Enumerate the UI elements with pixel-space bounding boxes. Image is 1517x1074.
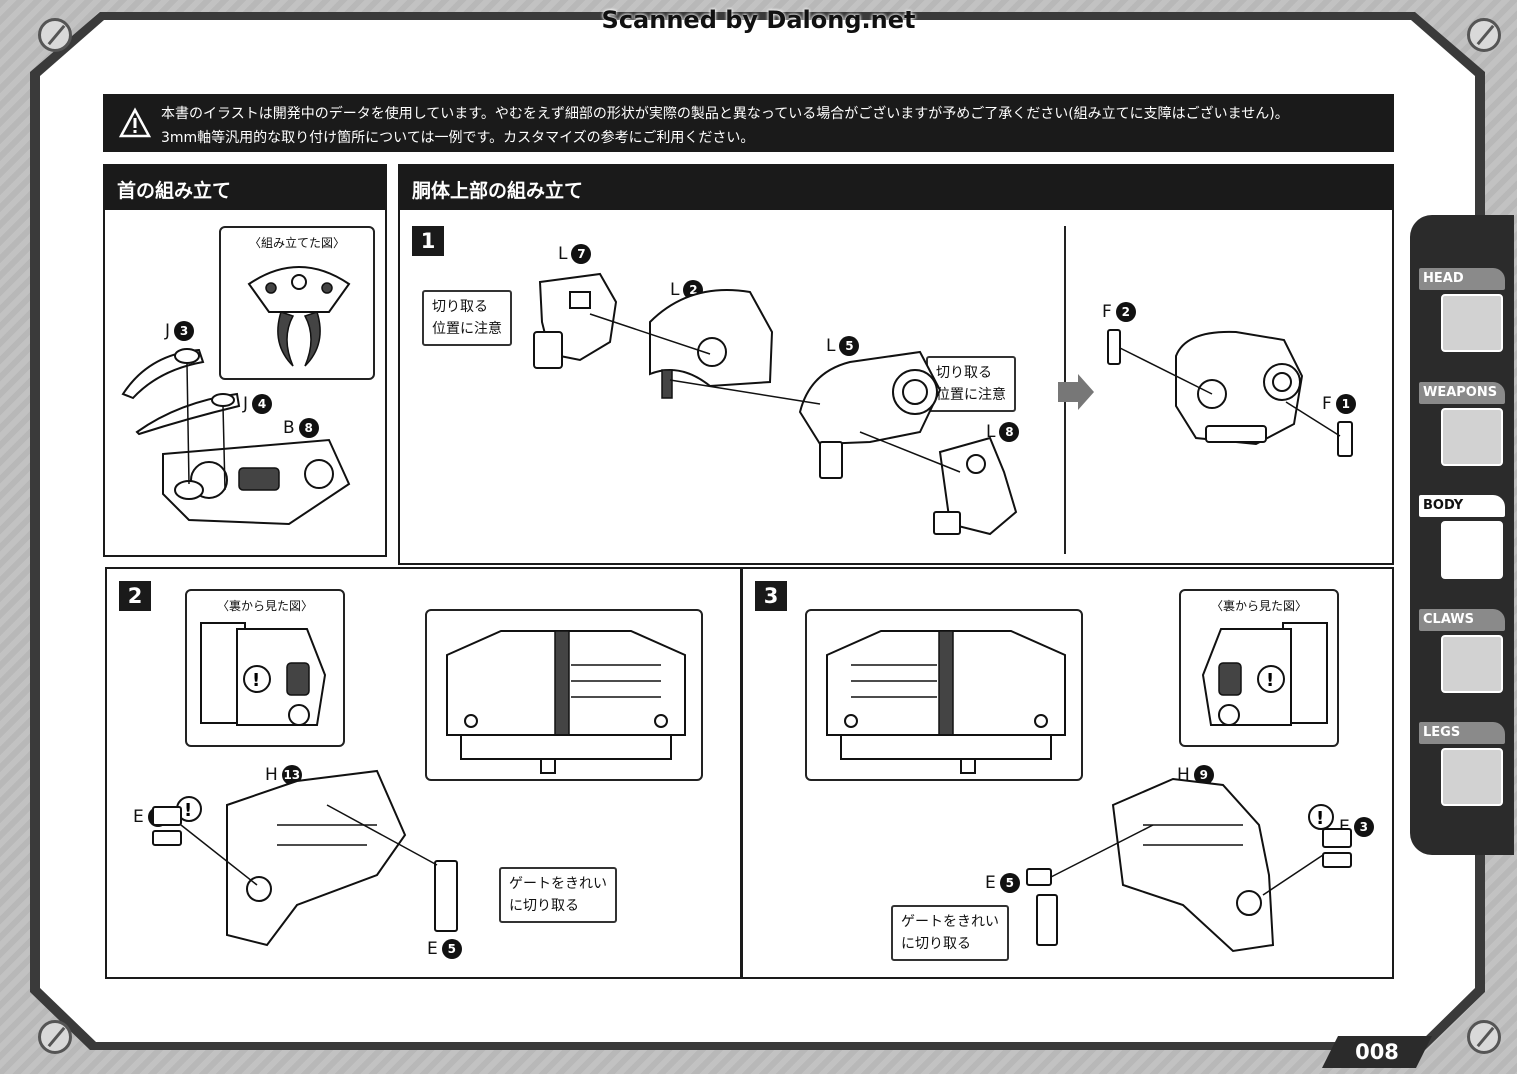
back-view-inset: 〈裏から見た図〉 ! <box>1179 589 1339 747</box>
page-number: 008 <box>1322 1036 1432 1068</box>
step-badge-2: 2 <box>119 581 151 611</box>
warning-triangle-icon <box>118 107 152 138</box>
svg-text:!: ! <box>1266 670 1274 691</box>
cut-position-note-b: 切り取る位置に注意 <box>926 356 1016 412</box>
corner-dial-icon <box>1467 18 1501 52</box>
gate-trim-note: ゲートをきれいに切り取る <box>499 867 617 923</box>
assembled-neck-illustration <box>247 266 351 367</box>
result-arrow-icon <box>1058 374 1094 410</box>
corner-dial-icon <box>38 18 72 52</box>
corner-dial-icon <box>1467 1020 1501 1054</box>
neck-panel-title: 首の組み立て <box>105 166 385 210</box>
svg-text:!: ! <box>1316 808 1324 829</box>
legs-icon <box>1441 748 1503 806</box>
torso-exploded-illustration <box>533 272 1018 536</box>
notice-line-1: 本書のイラストは開発中のデータを使用しています。やむをえず細部の形状が実際の製品… <box>161 106 1289 122</box>
assembled-view-inset: 〈組み立てた図〉 <box>219 226 375 380</box>
cut-position-note-a: 切り取る位置に注意 <box>422 290 512 346</box>
back-view-illustration: ! <box>200 622 327 726</box>
tab-head[interactable]: HEAD <box>1419 268 1507 364</box>
notice-line-2: 3mm軸等汎用的な取り付け箇所については一例です。カスタマイズの参考にご利用くだ… <box>161 130 755 146</box>
step-badge-3: 3 <box>755 581 787 611</box>
tab-label: HEAD <box>1419 268 1505 290</box>
zoom-detail-inset <box>805 609 1083 781</box>
weapons-icon <box>1441 408 1503 466</box>
body-icon <box>1441 521 1503 579</box>
inset-title: 〈裏から見た図〉 <box>216 599 313 613</box>
step-badge-1: 1 <box>412 226 444 256</box>
claws-icon <box>1441 635 1503 693</box>
head-icon <box>1441 294 1503 352</box>
step-3-illustration <box>1026 777 1352 953</box>
corner-dial-icon <box>38 1020 72 1054</box>
svg-text:!: ! <box>184 800 192 821</box>
back-view-inset: 〈裏から見た図〉 ! <box>185 589 345 747</box>
gate-trim-note: ゲートをきれいに切り取る <box>891 905 1009 961</box>
tab-label: BODY <box>1419 495 1505 517</box>
tab-weapons[interactable]: WEAPONS <box>1419 382 1507 478</box>
step-2-illustration <box>152 769 458 947</box>
tab-body[interactable]: BODY <box>1419 495 1507 591</box>
torso-panel-title: 胴体上部の組み立て <box>400 166 1392 210</box>
torso-assembled-illustration <box>1107 329 1353 457</box>
svg-text:!: ! <box>252 670 260 691</box>
tab-legs[interactable]: LEGS <box>1419 722 1507 818</box>
tab-label: LEGS <box>1419 722 1505 744</box>
scan-watermark: Scanned by Dalong.net <box>601 6 916 34</box>
neck-exploded-illustration <box>121 348 351 526</box>
tab-claws[interactable]: CLAWS <box>1419 609 1507 705</box>
back-view-illustration: ! <box>1201 622 1328 726</box>
tab-label: CLAWS <box>1419 609 1505 631</box>
inset-title: 〈裏から見た図〉 <box>1210 599 1307 613</box>
notice-banner: 本書のイラストは開発中のデータを使用しています。やむをえず細部の形状が実際の製品… <box>103 94 1394 152</box>
caution-mark-icon: ! <box>1308 804 1334 830</box>
tab-label: WEAPONS <box>1419 382 1505 404</box>
zoom-detail-inset <box>425 609 703 781</box>
inset-title: 〈組み立てた図〉 <box>248 236 345 250</box>
zoom-detail-illustration <box>446 630 686 774</box>
zoom-detail-illustration <box>826 630 1066 774</box>
